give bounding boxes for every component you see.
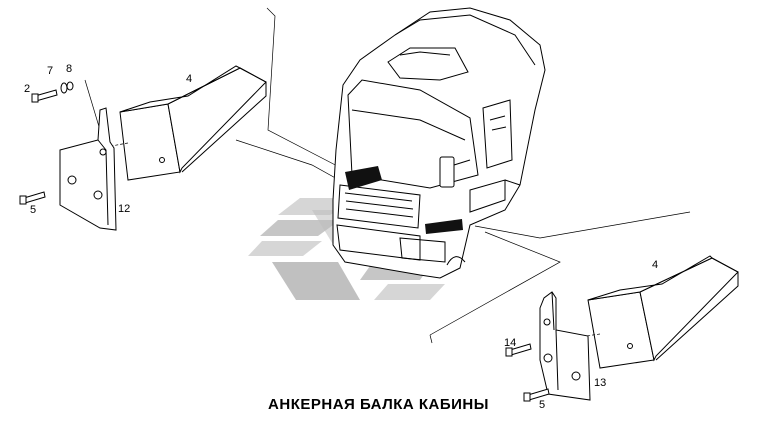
part-label-7: 7 [47, 65, 53, 77]
left-fasteners [19, 81, 74, 205]
leader-lines [84, 7, 691, 344]
part-label-12: 12 [118, 203, 130, 215]
part-label-2: 2 [24, 83, 30, 95]
part-label-4-left: 4 [186, 73, 192, 85]
left-anchor-beam [99, 65, 267, 181]
right-anchor-beam [571, 255, 739, 369]
part-label-13: 13 [594, 377, 606, 389]
left-bracket [59, 107, 117, 231]
part-label-5-left: 5 [30, 204, 36, 216]
right-fasteners [505, 343, 550, 402]
part-label-14: 14 [504, 337, 516, 349]
part-label-5-right: 5 [539, 399, 545, 411]
part-label-8: 8 [66, 63, 72, 75]
part-labels: 2 7 8 4 5 12 4 14 13 5 [24, 63, 658, 411]
truck-cab-illustration [332, 7, 546, 279]
diagram-caption: АНКЕРНАЯ БАЛКА КАБИНЫ [268, 396, 489, 413]
right-bracket [539, 291, 591, 401]
part-label-4-right: 4 [652, 259, 658, 271]
